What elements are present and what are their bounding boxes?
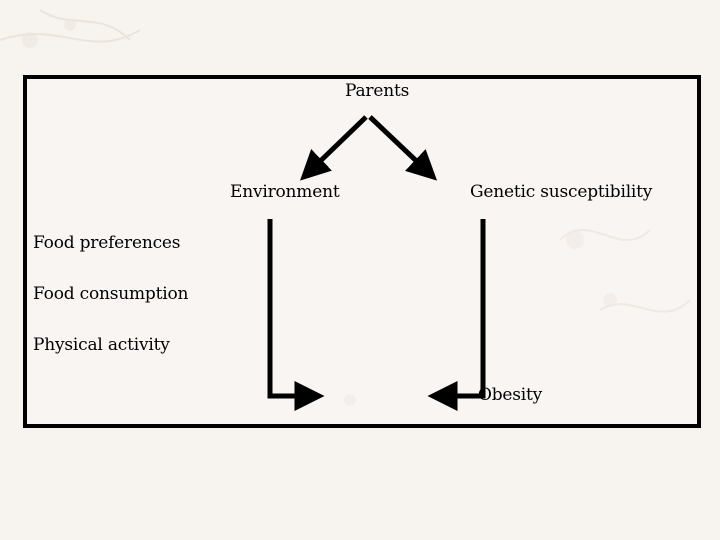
arrow-environment-to-obesity bbox=[267, 219, 325, 411]
node-parents: Parents bbox=[345, 81, 410, 101]
node-obesity: Obesity bbox=[478, 385, 543, 405]
node-genetic-susceptibility: Genetic susceptibility bbox=[470, 182, 653, 202]
factor-food-preferences: Food preferences bbox=[33, 233, 181, 253]
factor-physical-activity: Physical activity bbox=[33, 335, 170, 355]
arrow-parents-to-environment bbox=[300, 115, 368, 181]
arrow-parents-to-genetic bbox=[368, 115, 438, 181]
arrow-genetic-to-obesity bbox=[427, 219, 486, 411]
diagram-frame bbox=[23, 75, 701, 428]
node-environment: Environment bbox=[230, 182, 340, 202]
factor-food-consumption: Food consumption bbox=[33, 284, 189, 304]
